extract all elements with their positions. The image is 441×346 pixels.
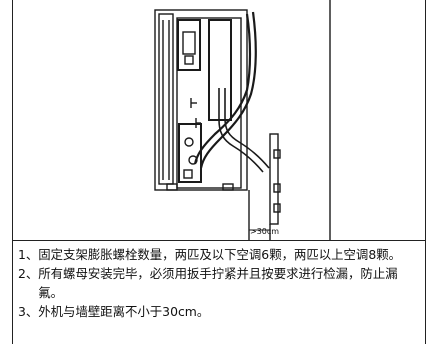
pipe-line-1	[193, 13, 252, 165]
note-number: 3、	[18, 304, 39, 319]
pipe-line-2	[199, 11, 257, 169]
installation-notes: 1、 固定支架膨胀螺栓数量，两匹及以下空调6颗，两匹以上空调8颗。 2、 所有螺…	[18, 245, 418, 321]
note-number: 2、	[18, 266, 39, 281]
outdoor-unit-body	[154, 9, 248, 191]
note-text: 所有螺母安装完毕，必须用扳手拧紧并且按要求进行检漏，防止漏氟。	[38, 266, 398, 300]
note-text: 外机与墙壁距离不小于30cm。	[38, 304, 210, 319]
note-item: 1、 固定支架膨胀螺栓数量，两匹及以下空调6颗，两匹以上空调8颗。	[18, 245, 418, 264]
outdoor-unit-installation-diagram: >30cm	[154, 0, 331, 240]
wall-bracket	[269, 133, 279, 225]
note-number: 1、	[18, 247, 39, 262]
note-item: 3、 外机与墙壁距离不小于30cm。	[18, 302, 418, 321]
note-text: 固定支架膨胀螺栓数量，两匹及以下空调6颗，两匹以上空调8颗。	[38, 247, 401, 262]
note-item: 2、 所有螺母安装完毕，必须用扳手拧紧并且按要求进行检漏，防止漏氟。	[18, 264, 418, 302]
distance-dimension-label: >30cm	[250, 227, 279, 236]
figure-panel: >30cm	[12, 0, 426, 241]
